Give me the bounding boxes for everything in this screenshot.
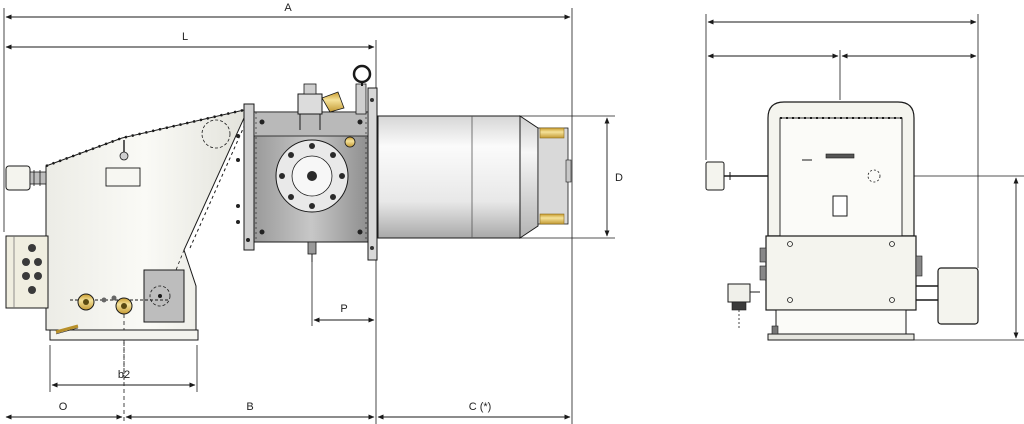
air-damper	[143, 269, 185, 323]
dim-label-L: L	[182, 31, 188, 43]
top-actuator	[297, 64, 372, 130]
blast-tube	[377, 115, 572, 239]
servo-motor	[5, 165, 47, 191]
mounting-flange	[367, 87, 378, 261]
dimension-lines	[5, 14, 610, 420]
side-view: A L D P b2 O B C (*)	[3, 2, 623, 424]
dimension-labels: A L D P b2 O B C (*)	[59, 2, 623, 413]
dim-label-C: C (*)	[469, 401, 492, 413]
dim-label-A: A	[284, 2, 292, 14]
dim-label-D: D	[615, 172, 623, 184]
base-plate	[49, 324, 199, 341]
inspection-window	[832, 195, 848, 217]
front-motor-right	[916, 267, 979, 325]
lifting-eye	[352, 64, 372, 84]
name-plate	[105, 167, 141, 187]
combustion-head	[537, 127, 572, 225]
air-intake	[5, 235, 49, 309]
control-block	[236, 103, 369, 262]
front-view	[705, 14, 1024, 341]
front-fan-casing	[767, 101, 915, 237]
dim-label-B: B	[246, 401, 253, 413]
front-connector-left	[705, 161, 768, 191]
dim-label-O: O	[59, 401, 68, 413]
dim-label-b2: b2	[118, 369, 130, 381]
fan-housing	[45, 108, 247, 331]
dim-label-P: P	[340, 303, 347, 315]
valve-train	[70, 293, 170, 380]
front-base-section	[759, 235, 923, 341]
front-valve-left	[727, 283, 760, 330]
